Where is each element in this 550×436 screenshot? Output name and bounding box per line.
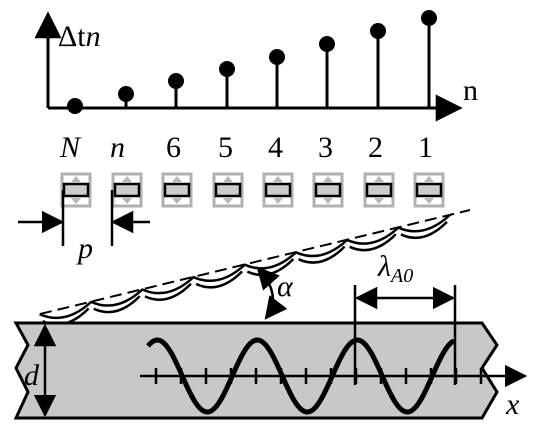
thickness-label: d <box>24 359 40 392</box>
incidence-angle: α <box>256 266 294 320</box>
element-label-3: 3 <box>318 131 333 164</box>
wavefront-arc-inner-8 <box>400 220 448 239</box>
wavefront-arc-inner-7 <box>349 233 397 252</box>
lamb-wave: x <box>140 337 528 421</box>
array-element-core <box>415 182 443 198</box>
wavefront-arcs <box>39 213 451 326</box>
delay-stem-dot-8 <box>421 10 437 26</box>
wavefront <box>39 209 471 326</box>
array-element-8 <box>413 172 445 208</box>
array-element-frame <box>312 172 344 208</box>
pitch-label: p <box>76 232 93 265</box>
element-label-5: 5 <box>218 131 233 164</box>
array-element-core <box>314 182 342 198</box>
array-element-core <box>62 182 90 198</box>
delay-stem-dot-5 <box>269 49 285 65</box>
delay-stems <box>67 10 437 114</box>
array-element-tab-top <box>273 176 283 182</box>
array-element-tab-bottom <box>323 198 333 204</box>
wavefront-arc-7 <box>346 226 400 245</box>
propagation-axis-label: x <box>505 388 520 421</box>
array-element-tab-bottom <box>223 198 233 204</box>
array-element-tab-bottom <box>424 198 434 204</box>
array-element-core <box>264 182 292 198</box>
wavefront-arc-6 <box>295 238 349 258</box>
array-element-3 <box>161 172 193 208</box>
array-element-6 <box>312 172 344 208</box>
array-element-tab-bottom <box>122 198 132 204</box>
wavefront-arc-2 <box>90 288 144 307</box>
array-element-tab-bottom <box>273 198 283 204</box>
array-element-frame <box>413 172 445 208</box>
array-element-4 <box>212 172 244 208</box>
wavefront-arc-inner-4 <box>195 270 244 289</box>
array-element-tab-top <box>374 176 384 182</box>
delay-stem-dot-4 <box>219 61 235 77</box>
element-label-N: N <box>59 131 82 164</box>
delay-stem-dot-1 <box>67 98 83 114</box>
wavefront-arc-1 <box>39 300 93 320</box>
wavefront-arc-8 <box>397 213 451 233</box>
wavefront-arc-inner-3 <box>144 282 192 301</box>
wavefront-arc-4 <box>192 263 247 282</box>
array-elements <box>60 172 445 208</box>
chart-x-axis-label: n <box>463 74 478 107</box>
array-element-core <box>163 182 191 198</box>
array-element-tab-bottom <box>172 198 182 204</box>
element-label-2: 2 <box>368 131 383 164</box>
delay-stem-dot-2 <box>118 86 134 102</box>
wavefront-arc-inner-2 <box>93 295 141 314</box>
array-element-frame <box>363 172 395 208</box>
delay-stem-dot-3 <box>168 73 184 89</box>
array-element-tab-bottom <box>374 198 384 204</box>
thickness-dimension: d <box>24 323 57 418</box>
array-element-2 <box>111 172 143 208</box>
wavelength-dimension: λA0 <box>353 250 457 385</box>
wavefront-arc-3 <box>141 275 195 295</box>
element-label-6: 6 <box>166 131 181 164</box>
array-element-1 <box>60 172 92 208</box>
delay-stem-chart: Δtn n <box>34 10 478 122</box>
array-element-core <box>113 182 141 198</box>
angle-label: α <box>277 270 294 303</box>
chart-y-axis-label: Δtn <box>58 20 101 53</box>
wavefront-arc-inner-6 <box>298 245 346 264</box>
array-element-tab-top <box>223 176 233 182</box>
array-element-frame <box>262 172 294 208</box>
array-element-tab-top <box>71 176 81 182</box>
array-element-7 <box>363 172 395 208</box>
element-label-4: 4 <box>268 131 283 164</box>
angle-arc <box>256 266 288 320</box>
pitch-dimension: p <box>18 190 150 265</box>
array-element-tab-top <box>122 176 132 182</box>
element-labels: N n 6 5 4 3 2 1 <box>59 131 433 164</box>
array-element-frame <box>161 172 193 208</box>
delay-stem-dot-7 <box>370 23 386 39</box>
array-element-tab-bottom <box>71 198 81 204</box>
array-element-tab-top <box>424 176 434 182</box>
element-label-1: 1 <box>418 131 433 164</box>
delay-stem-dot-6 <box>319 36 335 52</box>
lamb-wave-curve <box>146 337 456 415</box>
array-element-frame <box>212 172 244 208</box>
array-element-core <box>214 182 242 198</box>
array-element-core <box>365 182 393 198</box>
array-element-tab-top <box>172 176 182 182</box>
wavelength-label: λA0 <box>377 250 413 287</box>
element-label-n: n <box>110 131 125 164</box>
array-element-tab-top <box>323 176 333 182</box>
array-element-5 <box>262 172 294 208</box>
